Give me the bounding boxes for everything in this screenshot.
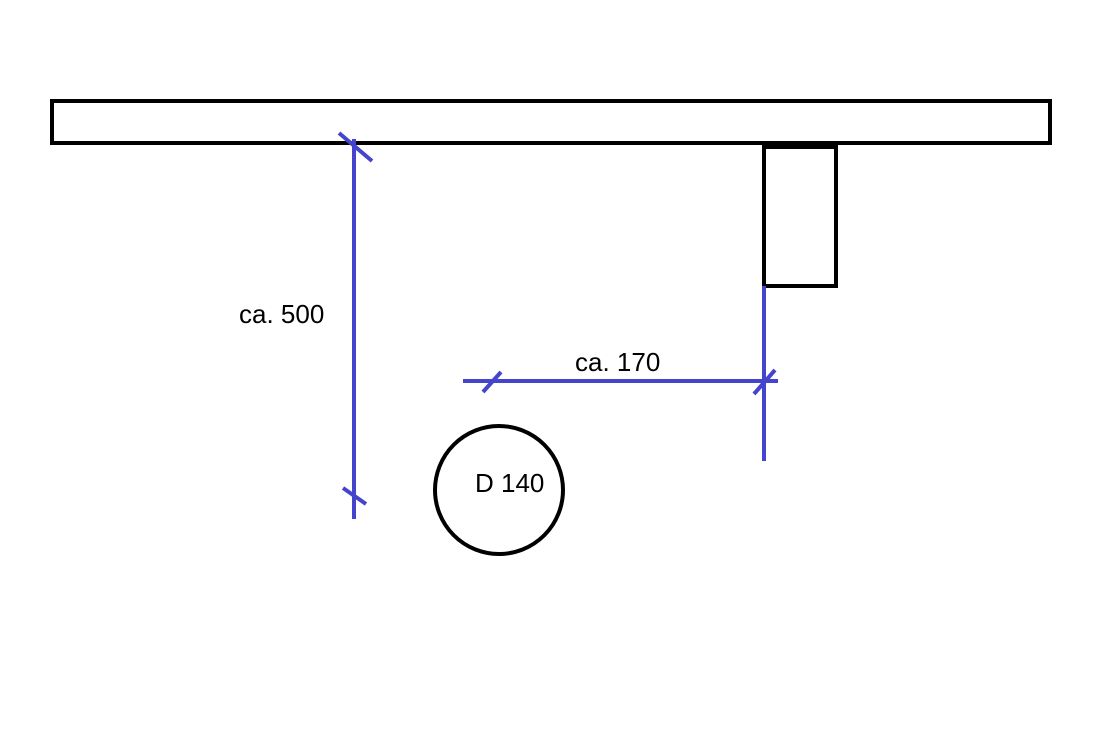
beam [50,99,1052,145]
horizontal-dimension-tick-left [481,370,503,394]
vertical-dimension-label: ca. 500 [239,299,324,329]
horizontal-dimension-tick-right [752,368,777,396]
pipe-circle [433,424,565,556]
pipe-diameter-label: D 140 [475,468,544,498]
post [762,145,838,288]
horizontal-dimension-label: ca. 170 [575,347,660,377]
horizontal-dimension [463,368,778,396]
vertical-dimension [337,131,374,519]
vertical-dimension-tick-top [337,131,374,163]
vertical-dimension-tick-bottom [341,486,368,506]
